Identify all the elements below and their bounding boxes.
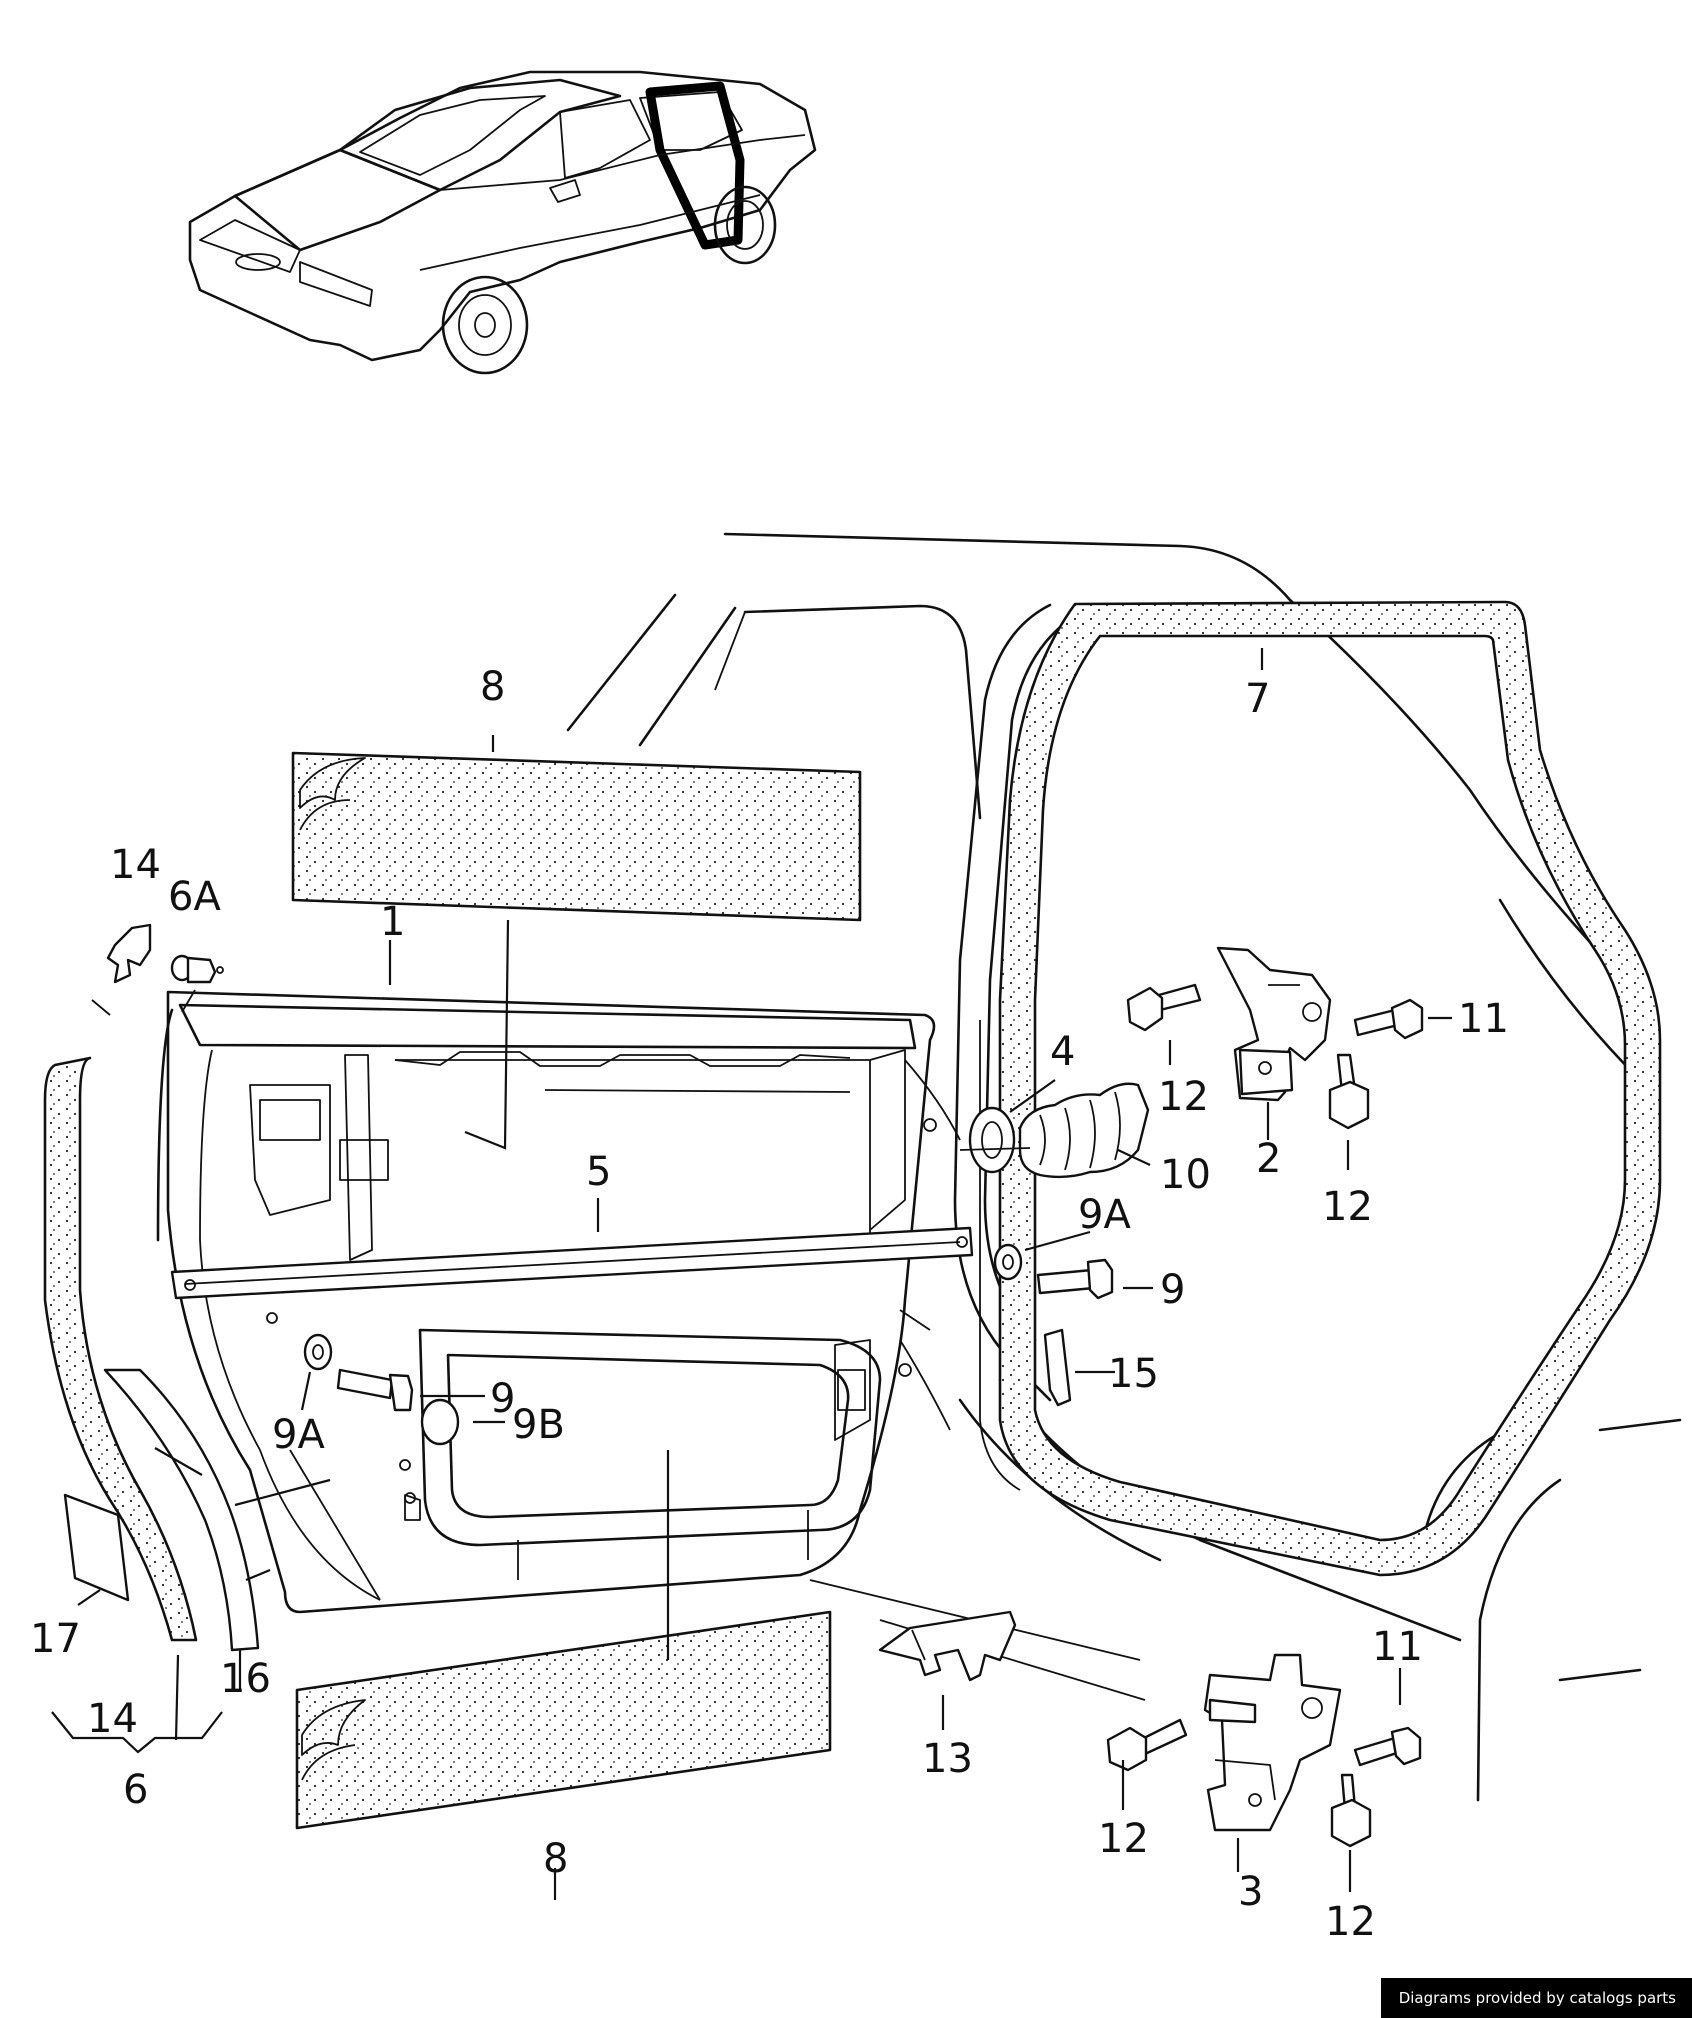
- callout-12-c: 12: [1098, 1816, 1149, 1862]
- impact-bar: [170, 1226, 974, 1300]
- trim-panel-icon: [291, 751, 862, 922]
- door-check-icon: [959, 1082, 1150, 1179]
- callout-9-left: 9: [490, 1376, 515, 1422]
- callout-6a: 6A: [168, 874, 221, 920]
- callout-4: 4: [1050, 1029, 1075, 1075]
- callout-9b: 9B: [512, 1402, 565, 1448]
- credit-banner: Diagrams provided by catalogs parts: [1380, 1978, 1692, 2018]
- rear-door-icon: [156, 990, 961, 1614]
- callout-6: 6: [123, 1767, 148, 1813]
- callout-8-bottom: 8: [543, 1836, 568, 1882]
- callout-16: 16: [220, 1656, 271, 1702]
- leader-lines: [51, 648, 1452, 1900]
- callout-14-bottom: 14: [87, 1696, 138, 1742]
- callout-13: 13: [922, 1736, 973, 1782]
- callout-12-d: 12: [1325, 1899, 1376, 1945]
- part-15: [1043, 1328, 1072, 1407]
- callout-15: 15: [1108, 1351, 1159, 1397]
- callout-11-top: 11: [1458, 996, 1509, 1042]
- callout-11-bottom: 11: [1372, 1624, 1423, 1670]
- callout-2: 2: [1256, 1136, 1281, 1182]
- callout-9-right: 9: [1160, 1267, 1185, 1313]
- callout-17: 17: [30, 1616, 81, 1662]
- callout-8-top: 8: [480, 664, 505, 710]
- callout-9a-left: 9A: [272, 1412, 325, 1458]
- callout-12-a: 12: [1158, 1074, 1209, 1120]
- hinge-icon: [1203, 946, 1342, 1832]
- callout-14-top: 14: [110, 842, 161, 888]
- bracket-13: [878, 1610, 1017, 1682]
- callout-5: 5: [586, 1149, 611, 1195]
- washer-icon: [303, 1243, 1023, 1446]
- trim-panel-icon: [295, 1610, 832, 1830]
- callout-7: 7: [1245, 676, 1270, 722]
- callout-10: 10: [1160, 1152, 1211, 1198]
- callout-labels: 7 8 14 6A 1 11 4 12 10 2 12 5 9A 9 15 9 …: [30, 664, 1509, 1945]
- bolt-icon: [336, 983, 1424, 1848]
- callout-9a-right: 9A: [1078, 1192, 1131, 1238]
- door-seal-icon: [979, 600, 1662, 1577]
- car-overview-icon: [188, 70, 817, 375]
- callout-1: 1: [380, 899, 405, 945]
- moulding-icon: [43, 923, 260, 1652]
- callout-12-b: 12: [1322, 1184, 1373, 1230]
- callout-3: 3: [1238, 1869, 1263, 1915]
